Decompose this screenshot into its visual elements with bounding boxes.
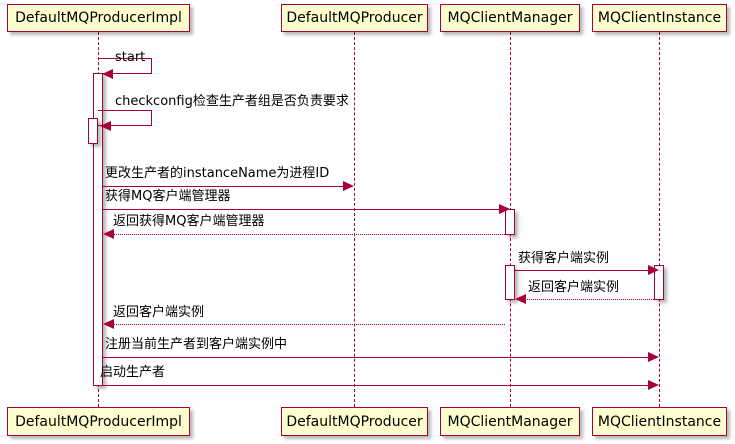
participant-footer-defaultmqproducer[interactable]: DefaultMQProducer [281, 407, 428, 436]
participant-header-defaultmqproducer[interactable]: DefaultMQProducer [281, 4, 428, 32]
lifeline-defaultmqproducer [354, 32, 355, 407]
arrow-head-checkconfig [100, 121, 111, 131]
participant-label: DefaultMQProducerImpl [15, 10, 182, 26]
lifeline-mqclientinstance [659, 32, 660, 407]
message-label-return-client-manager: 返回获得MQ客户端管理器 [113, 214, 265, 229]
arrow-head-start [102, 69, 113, 79]
message-line-register-producer [103, 357, 648, 358]
message-label-get-client-instance: 获得客户端实例 [518, 251, 610, 266]
participant-label: DefaultMQProducerImpl [15, 413, 182, 430]
activation-bar-mqclientinstance-getinstance [654, 265, 664, 300]
participant-header-mqclientinstance[interactable]: MQClientInstance [592, 4, 727, 32]
arrow-head-get-client-manager [499, 204, 510, 214]
activation-bar-defaultmqproducerimpl-checkconfig [88, 118, 98, 144]
participant-header-defaultmqproducerimpl[interactable]: DefaultMQProducerImpl [7, 4, 190, 32]
arrow-head-start-producer [648, 380, 659, 390]
participant-label: MQClientInstance [597, 10, 722, 26]
arrow-head-return-client-manager [103, 229, 114, 239]
participant-footer-defaultmqproducerimpl[interactable]: DefaultMQProducerImpl [7, 407, 190, 436]
message-label-checkconfig: checkconfig检查生产者组是否负责要求 [115, 94, 349, 109]
arrow-head-get-client-instance [648, 265, 659, 275]
self-message-loop-checkconfig [98, 110, 152, 126]
arrow-head-change-instancename [343, 181, 354, 191]
message-label-change-instancename: 更改生产者的instanceName为进程ID [105, 166, 330, 181]
arrow-head-return-client-instance-outer [103, 319, 114, 329]
message-label-start-producer: 启动生产者 [100, 365, 166, 380]
message-line-return-client-manager [107, 234, 505, 235]
message-label-return-client-instance-inner: 返回客户端实例 [528, 280, 620, 295]
participant-label: MQClientManager [447, 413, 573, 430]
message-line-return-client-instance-outer [107, 324, 505, 325]
self-message-loop-start [98, 58, 152, 74]
participant-label: DefaultMQProducer [286, 10, 423, 26]
message-label-return-client-instance-outer: 返回客户端实例 [113, 305, 205, 320]
arrow-head-register-producer [648, 352, 659, 362]
message-line-change-instancename [103, 186, 343, 187]
arrow-head-return-client-instance-inner [515, 294, 526, 304]
participant-label: MQClientInstance [597, 413, 722, 430]
participant-footer-mqclientmanager[interactable]: MQClientManager [440, 407, 580, 436]
message-line-get-client-manager [103, 209, 499, 210]
message-line-return-client-instance-inner [519, 299, 654, 300]
activation-bar-mqclientmanager-getmanager [505, 209, 515, 235]
participant-header-mqclientmanager[interactable]: MQClientManager [440, 4, 580, 32]
message-line-get-client-instance [515, 270, 648, 271]
participant-label: DefaultMQProducer [286, 413, 423, 430]
message-label-get-client-manager: 获得MQ客户端管理器 [105, 189, 231, 204]
message-line-start-producer [98, 385, 648, 386]
participant-footer-mqclientinstance[interactable]: MQClientInstance [592, 407, 727, 436]
message-label-register-producer: 注册当前生产者到客户端实例中 [105, 337, 288, 352]
message-label-start: start [115, 50, 146, 65]
activation-bar-mqclientmanager-getinstance [505, 265, 515, 300]
participant-label: MQClientManager [447, 10, 573, 26]
